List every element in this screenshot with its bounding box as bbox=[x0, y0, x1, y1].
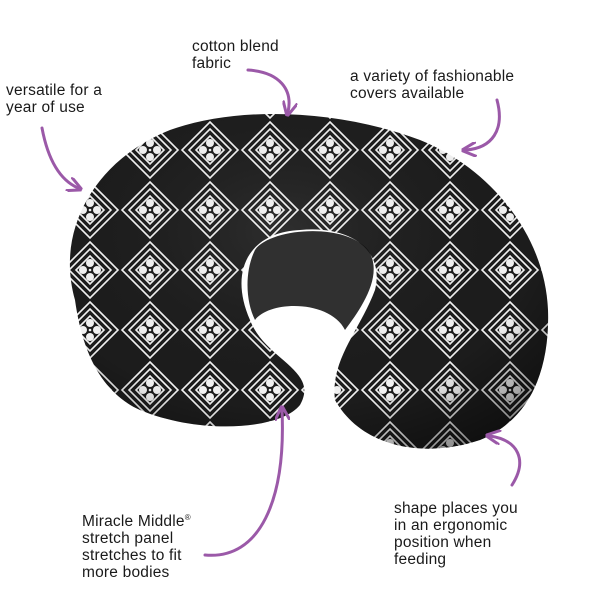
callout-fabric-line: cotton blend bbox=[192, 38, 279, 55]
callout-fabric-line: fabric bbox=[192, 55, 232, 72]
registered-mark: ® bbox=[184, 512, 191, 522]
callout-shape-line: shape places you bbox=[394, 500, 518, 517]
callout-miracle-line: more bodies bbox=[82, 564, 170, 581]
callout-covers-line: covers available bbox=[350, 85, 465, 102]
callout-covers: a variety of fashionable covers availabl… bbox=[350, 68, 514, 102]
callout-shape-line: position when bbox=[394, 534, 492, 551]
arrow-shape bbox=[490, 436, 522, 487]
callout-miracle-title-text: Miracle Middle bbox=[82, 513, 185, 530]
arrow-fabric bbox=[246, 68, 289, 112]
callout-covers-line: a variety of fashionable bbox=[350, 68, 515, 85]
callout-versatile-line: year of use bbox=[6, 99, 85, 116]
callout-shape-line: in an ergonomic bbox=[394, 517, 508, 534]
callout-miracle-title: Miracle Middle® bbox=[82, 513, 191, 530]
arrow-covers bbox=[466, 98, 501, 150]
callout-arrows bbox=[40, 68, 522, 557]
arrow-versatile bbox=[40, 126, 78, 188]
callout-fabric: cotton blend fabric bbox=[192, 38, 279, 72]
callout-miracle-line: stretches to fit bbox=[82, 547, 182, 564]
pillow-body bbox=[69, 113, 549, 449]
callout-versatile: versatile for a year of use bbox=[6, 82, 102, 116]
arrow-miracle bbox=[203, 410, 282, 557]
callout-miracle: Miracle Middle® stretch panel stretches … bbox=[82, 513, 191, 581]
callout-shape: shape places you in an ergonomic positio… bbox=[394, 500, 518, 568]
callout-versatile-line: versatile for a bbox=[6, 82, 103, 99]
callout-miracle-line: stretch panel bbox=[82, 530, 174, 547]
callout-shape-line: feeding bbox=[394, 551, 447, 568]
